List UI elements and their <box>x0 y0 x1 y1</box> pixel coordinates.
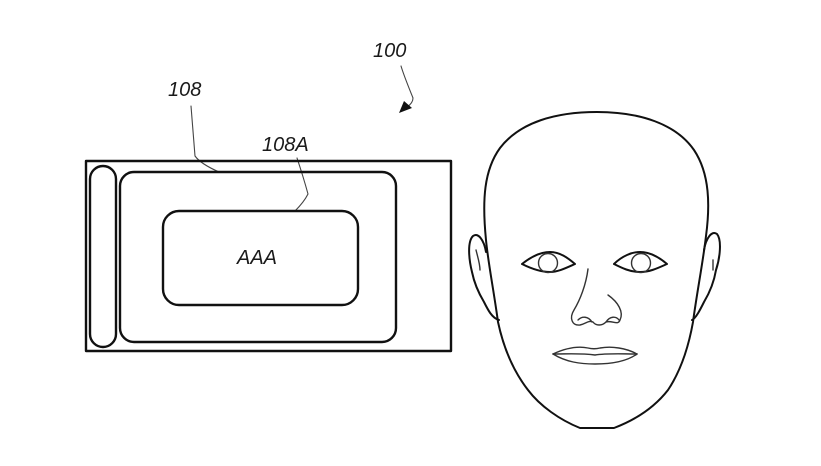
upper-lip <box>552 346 638 355</box>
device-108: AAA <box>84 159 453 353</box>
left-ear-inner <box>475 249 481 271</box>
face-illustration <box>468 111 721 429</box>
nostril-right <box>605 316 620 323</box>
reference-108-group: 108 <box>168 79 220 173</box>
nostril-left <box>577 316 593 323</box>
reference-label-100: 100 <box>373 40 406 62</box>
reference-100-group: 100 <box>373 40 414 113</box>
reference-108a-leader-line <box>294 157 309 212</box>
reference-label-108: 108 <box>168 79 201 101</box>
device-outer-frame <box>84 159 453 353</box>
lower-lip <box>552 353 638 365</box>
lip-line <box>552 353 638 356</box>
left-ear <box>468 234 500 321</box>
right-iris <box>630 252 652 274</box>
reference-100-leader-line <box>400 65 414 108</box>
right-eye <box>613 251 668 273</box>
display-element-108a <box>161 209 360 307</box>
reference-label-108a: 108A <box>262 134 309 156</box>
device-screen <box>118 170 398 344</box>
reference-108-leader-line <box>190 105 220 173</box>
arrowhead-icon <box>399 101 412 113</box>
reference-108a-group: 108A <box>262 134 309 212</box>
left-iris <box>537 252 559 274</box>
head-outline <box>483 111 710 429</box>
left-eye <box>521 251 576 273</box>
right-ear <box>691 232 721 321</box>
nose <box>570 268 622 326</box>
display-content-text: AAA <box>236 247 277 269</box>
device-side-button <box>88 164 118 349</box>
